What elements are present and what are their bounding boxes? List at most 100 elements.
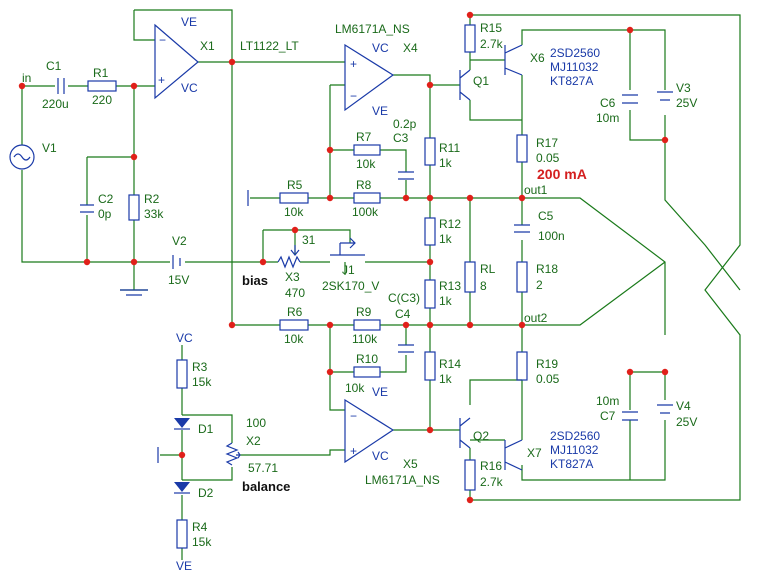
label-x3v1: 31: [302, 233, 316, 247]
label-r8v: 100k: [352, 205, 379, 219]
v4-battery: [657, 404, 673, 414]
x3-potentiometer: [277, 245, 301, 269]
label-x5vc: VC: [372, 449, 389, 463]
label-j1: J1: [342, 263, 355, 277]
r3-resistor: [176, 359, 188, 389]
q2-transistor: [459, 417, 471, 449]
label-x4vc: VC: [372, 41, 389, 55]
r10-resistor: [353, 366, 381, 378]
label-t2-a: 2SD2560: [550, 429, 600, 443]
r2-resistor: [128, 194, 140, 221]
label-r15v: 2.7k: [480, 37, 504, 51]
c7-capacitor: [622, 411, 638, 421]
label-c5: C5: [538, 209, 554, 223]
ground-icon: [120, 289, 148, 296]
r6-resistor: [279, 319, 309, 331]
label-r13: R13: [439, 279, 461, 293]
label-r2v: 33k: [144, 207, 164, 221]
v1-source: [9, 144, 35, 170]
label-q1: Q1: [473, 74, 489, 88]
label-r7: R7: [356, 130, 372, 144]
label-d2: D2: [198, 486, 214, 500]
label-v4: V4: [676, 399, 691, 413]
label-r1v: 220: [92, 93, 112, 107]
label-c4: C4: [395, 307, 411, 321]
junction-nodes: [18, 11, 669, 504]
label-r15: R15: [480, 21, 502, 35]
label-r3v: 15k: [192, 375, 212, 389]
label-x7: X7: [527, 446, 542, 460]
label-r1: R1: [93, 66, 109, 80]
label-vc-top: VC: [176, 331, 193, 345]
label-rl: RL: [480, 262, 496, 276]
label-x3v2: 470: [285, 286, 305, 300]
label-r5v: 10k: [284, 205, 304, 219]
label-x2v1: 100: [246, 416, 266, 430]
label-v2v: 15V: [168, 273, 189, 287]
label-c2v: 0p: [98, 207, 112, 221]
svg-text:+: +: [350, 57, 357, 71]
label-r7v: 10k: [356, 157, 376, 171]
label-ve-bot: VE: [176, 559, 192, 573]
label-x5: X5: [403, 457, 418, 471]
label-lt1122: LT1122_LT: [240, 39, 299, 53]
c4-capacitor: [398, 344, 414, 353]
label-x6: X6: [530, 51, 545, 65]
label-c3: C3: [393, 131, 409, 145]
label-out1: out1: [524, 183, 548, 197]
label-r6v: 10k: [284, 332, 304, 346]
label-r4: R4: [192, 520, 208, 534]
label-r2: R2: [144, 192, 160, 206]
label-x4: X4: [403, 41, 418, 55]
label-r17: R17: [536, 136, 558, 150]
x2-potentiometer: [225, 442, 241, 466]
label-r18: R18: [536, 262, 558, 276]
label-r12: R12: [439, 217, 461, 231]
label-x1ve: VE: [181, 15, 197, 29]
j1-jfet: [330, 237, 365, 256]
rl-resistor: [464, 261, 476, 293]
label-v1: V1: [42, 141, 57, 155]
label-c1v: 220u: [42, 97, 69, 111]
label-c6: C6: [600, 96, 616, 110]
label-r10: R10: [356, 352, 378, 366]
label-r8: R8: [356, 178, 372, 192]
label-r6: R6: [287, 305, 303, 319]
label-j1v: 2SK170_V: [322, 279, 379, 293]
label-r16: R16: [480, 459, 502, 473]
label-out2: out2: [524, 311, 548, 325]
label-r10v: 10k: [345, 381, 365, 395]
r9-resistor: [353, 319, 381, 331]
label-c2: C2: [98, 192, 114, 206]
label-r12v: 1k: [439, 232, 453, 246]
r7-resistor: [353, 144, 381, 156]
label-r9v: 110k: [352, 332, 378, 346]
r8-resistor: [353, 192, 381, 204]
label-r11v: 1k: [439, 156, 453, 170]
label-x2: X2: [246, 434, 261, 448]
label-r4v: 15k: [192, 535, 212, 549]
svg-text:−: −: [350, 89, 357, 103]
x7-transistor: [504, 439, 523, 471]
x6-transistor: [504, 44, 523, 76]
label-t2-b: MJ11032: [550, 443, 599, 457]
r1-resistor: [87, 80, 117, 92]
label-current: 200 mA: [537, 166, 587, 182]
c2-capacitor: [80, 204, 94, 213]
label-t-a: 2SD2560: [550, 46, 600, 60]
label-x1vc: VC: [181, 81, 198, 95]
label-rlv: 8: [480, 279, 487, 293]
label-x1: X1: [200, 39, 215, 53]
label-x2v2: 57.71: [248, 461, 278, 475]
label-v4v: 25V: [676, 415, 697, 429]
r17-resistor: [516, 134, 528, 163]
r14-resistor: [424, 351, 436, 381]
label-c7v: 10m: [596, 394, 619, 408]
label-c6v: 10m: [596, 111, 619, 125]
label-t-c: KT827A: [550, 74, 593, 88]
r13-resistor: [424, 279, 436, 309]
label-r18v: 2: [536, 278, 543, 292]
label-x5ve: VE: [372, 385, 388, 399]
label-r14: R14: [439, 357, 461, 371]
x1-opamp: − +: [154, 23, 199, 100]
